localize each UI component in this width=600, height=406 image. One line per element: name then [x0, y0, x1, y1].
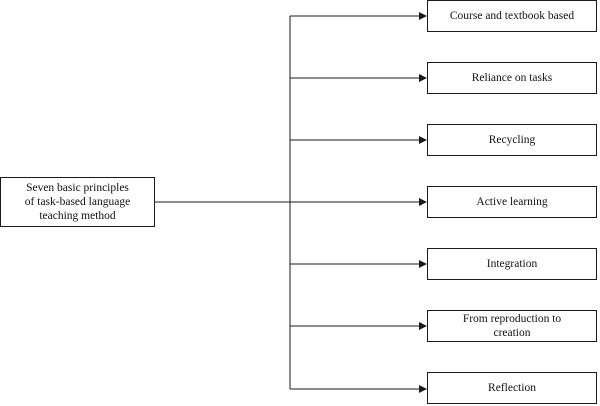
principle-box-reliance-on-tasks: Reliance on tasks — [427, 62, 597, 94]
principle-box-reflection: Reflection — [427, 372, 597, 404]
root-principles-box: Seven basic principles of task-based lan… — [0, 177, 155, 227]
principle-box-active-learning: Active learning — [427, 186, 597, 218]
principle-box-integration: Integration — [427, 248, 597, 280]
principle-box-recycling: Recycling — [427, 124, 597, 156]
principle-box-course-textbook: Course and textbook based — [427, 0, 597, 32]
principle-box-reproduction-to-creation: From reproduction to creation — [427, 310, 597, 342]
